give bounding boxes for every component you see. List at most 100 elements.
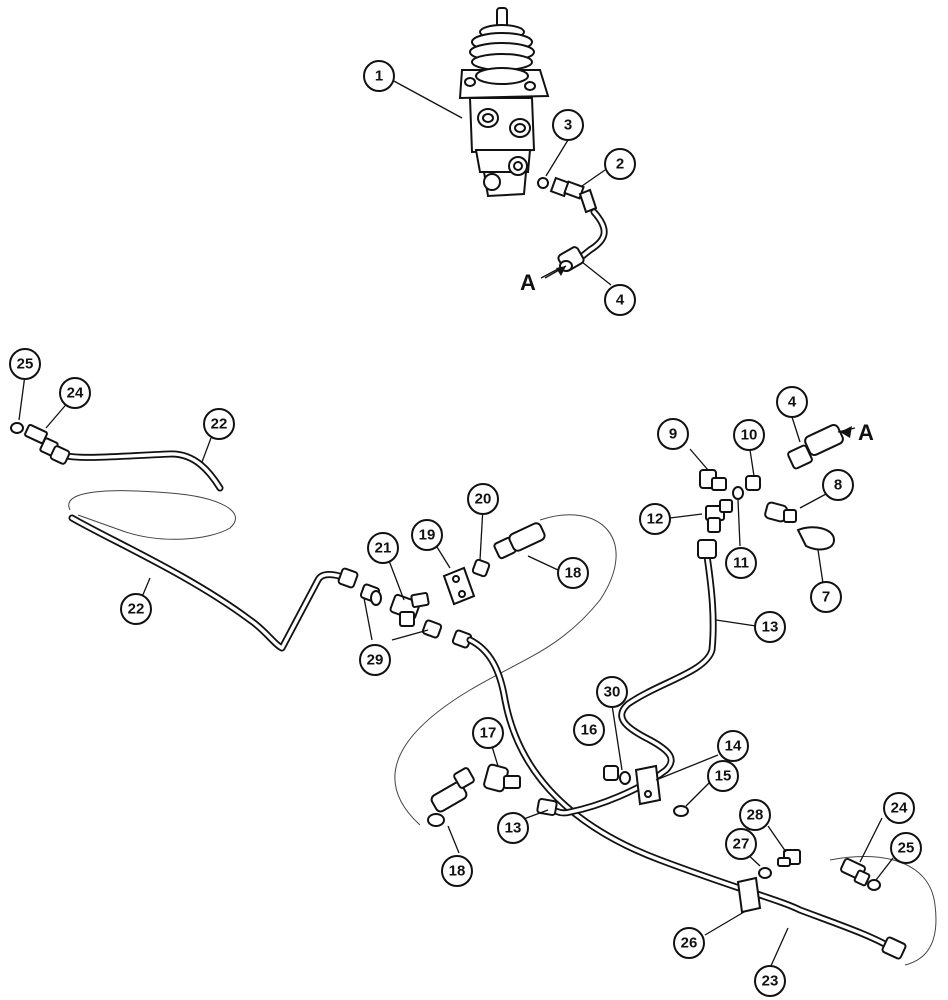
callout-18-lower: 18 bbox=[441, 855, 473, 887]
callout-25-left: 25 bbox=[9, 348, 41, 380]
tube-13 bbox=[544, 552, 717, 817]
leader-lines bbox=[18, 79, 894, 969]
tube-22-lower bbox=[68, 514, 349, 652]
connector-8 bbox=[764, 501, 797, 523]
callout-4-upper: 4 bbox=[604, 284, 636, 316]
tee-fitting-21 bbox=[389, 592, 430, 627]
nut-20 bbox=[471, 558, 491, 578]
svg-text:1: 1 bbox=[375, 68, 383, 85]
callout-10: 10 bbox=[733, 419, 765, 451]
callout-19: 19 bbox=[411, 519, 443, 551]
callout-8: 8 bbox=[822, 469, 854, 501]
o-ring-25-right bbox=[867, 879, 881, 891]
tube-nut-22 bbox=[337, 567, 359, 589]
callout-1: 1 bbox=[363, 60, 395, 92]
hose-end-18-lower bbox=[427, 767, 475, 827]
elbow-fitting-9 bbox=[699, 469, 727, 491]
svg-text:12: 12 bbox=[647, 511, 664, 528]
svg-text:30: 30 bbox=[604, 684, 621, 701]
bracket-19 bbox=[442, 566, 476, 606]
callout-2: 2 bbox=[604, 148, 636, 180]
callout-20: 20 bbox=[467, 483, 499, 515]
svg-text:22: 22 bbox=[128, 601, 145, 618]
callout-13-lower: 13 bbox=[497, 812, 529, 844]
callout-15: 15 bbox=[707, 760, 739, 792]
svg-text:25: 25 bbox=[898, 840, 915, 857]
hose-end-4-lower bbox=[787, 423, 844, 470]
washer-11 bbox=[732, 486, 744, 500]
callout-16: 16 bbox=[573, 714, 605, 746]
svg-text:18: 18 bbox=[449, 863, 466, 880]
o-ring-3 bbox=[537, 177, 549, 189]
svg-text:27: 27 bbox=[733, 836, 750, 853]
callout-23: 23 bbox=[754, 965, 786, 997]
svg-text:20: 20 bbox=[475, 491, 492, 508]
nut-10 bbox=[745, 475, 761, 491]
hose-outline-middle bbox=[394, 514, 617, 826]
svg-text:13: 13 bbox=[762, 619, 779, 636]
svg-text:24: 24 bbox=[67, 385, 84, 402]
callout-9: 9 bbox=[657, 418, 689, 450]
svg-text:22: 22 bbox=[211, 416, 228, 433]
svg-text:8: 8 bbox=[834, 477, 842, 494]
callout-4-lower: 4 bbox=[776, 386, 808, 418]
washer-15 bbox=[673, 805, 689, 817]
callout-30: 30 bbox=[596, 676, 628, 708]
svg-text:18: 18 bbox=[565, 565, 582, 582]
svg-text:14: 14 bbox=[725, 738, 742, 755]
nut-16 bbox=[603, 765, 619, 781]
svg-text:3: 3 bbox=[564, 117, 572, 134]
arrow-head-a2 bbox=[840, 426, 852, 438]
tee-fitting-12 bbox=[705, 499, 733, 533]
callout-17: 17 bbox=[472, 717, 504, 749]
callout-29: 29 bbox=[359, 644, 391, 676]
callout-25-right: 25 bbox=[890, 832, 922, 864]
callout-21: 21 bbox=[367, 532, 399, 564]
callout-27: 27 bbox=[725, 828, 757, 860]
svg-text:4: 4 bbox=[616, 292, 625, 309]
svg-text:13: 13 bbox=[505, 820, 522, 837]
elbow-fitting-2 bbox=[549, 176, 598, 214]
callout-24-left: 24 bbox=[59, 377, 91, 409]
svg-text:24: 24 bbox=[891, 800, 908, 817]
clamp-14 bbox=[634, 764, 662, 806]
hose-end-18-upper bbox=[493, 522, 546, 560]
svg-text:28: 28 bbox=[747, 807, 764, 824]
svg-text:17: 17 bbox=[480, 725, 497, 742]
svg-text:16: 16 bbox=[581, 722, 598, 739]
callout-22-lower: 22 bbox=[120, 593, 152, 625]
callout-14: 14 bbox=[717, 730, 749, 762]
clamp-26 bbox=[736, 876, 762, 914]
callout-26: 26 bbox=[673, 927, 705, 959]
bolt-28 bbox=[777, 849, 801, 867]
callout-12: 12 bbox=[639, 503, 671, 535]
svg-text:10: 10 bbox=[741, 427, 758, 444]
hose-outline-left bbox=[68, 490, 236, 540]
callout-24-right: 24 bbox=[883, 792, 915, 824]
adapter-29-left bbox=[359, 583, 382, 606]
svg-text:23: 23 bbox=[762, 973, 779, 990]
connector-24-left bbox=[24, 423, 71, 465]
svg-text:11: 11 bbox=[733, 555, 749, 572]
elbow-fitting-17 bbox=[483, 763, 521, 793]
washer-30 bbox=[619, 771, 631, 785]
svg-text:2: 2 bbox=[616, 156, 624, 173]
o-ring-25-left bbox=[10, 422, 24, 434]
svg-text:19: 19 bbox=[419, 527, 436, 544]
tube-13-end bbox=[536, 798, 558, 816]
svg-text:21: 21 bbox=[375, 540, 392, 557]
callout-13-right: 13 bbox=[754, 611, 786, 643]
callout-18-right: 18 bbox=[557, 557, 589, 589]
cap-7 bbox=[796, 526, 836, 551]
svg-text:29: 29 bbox=[367, 652, 384, 669]
tube-23 bbox=[466, 636, 896, 952]
connector-24-right bbox=[840, 857, 871, 887]
hose-outline-right bbox=[829, 855, 937, 966]
tube-nut-23 bbox=[881, 936, 907, 960]
callout-11: 11 bbox=[725, 547, 757, 579]
callout-7: 7 bbox=[810, 581, 842, 613]
callout-28: 28 bbox=[739, 799, 771, 831]
washer-27 bbox=[758, 867, 772, 879]
